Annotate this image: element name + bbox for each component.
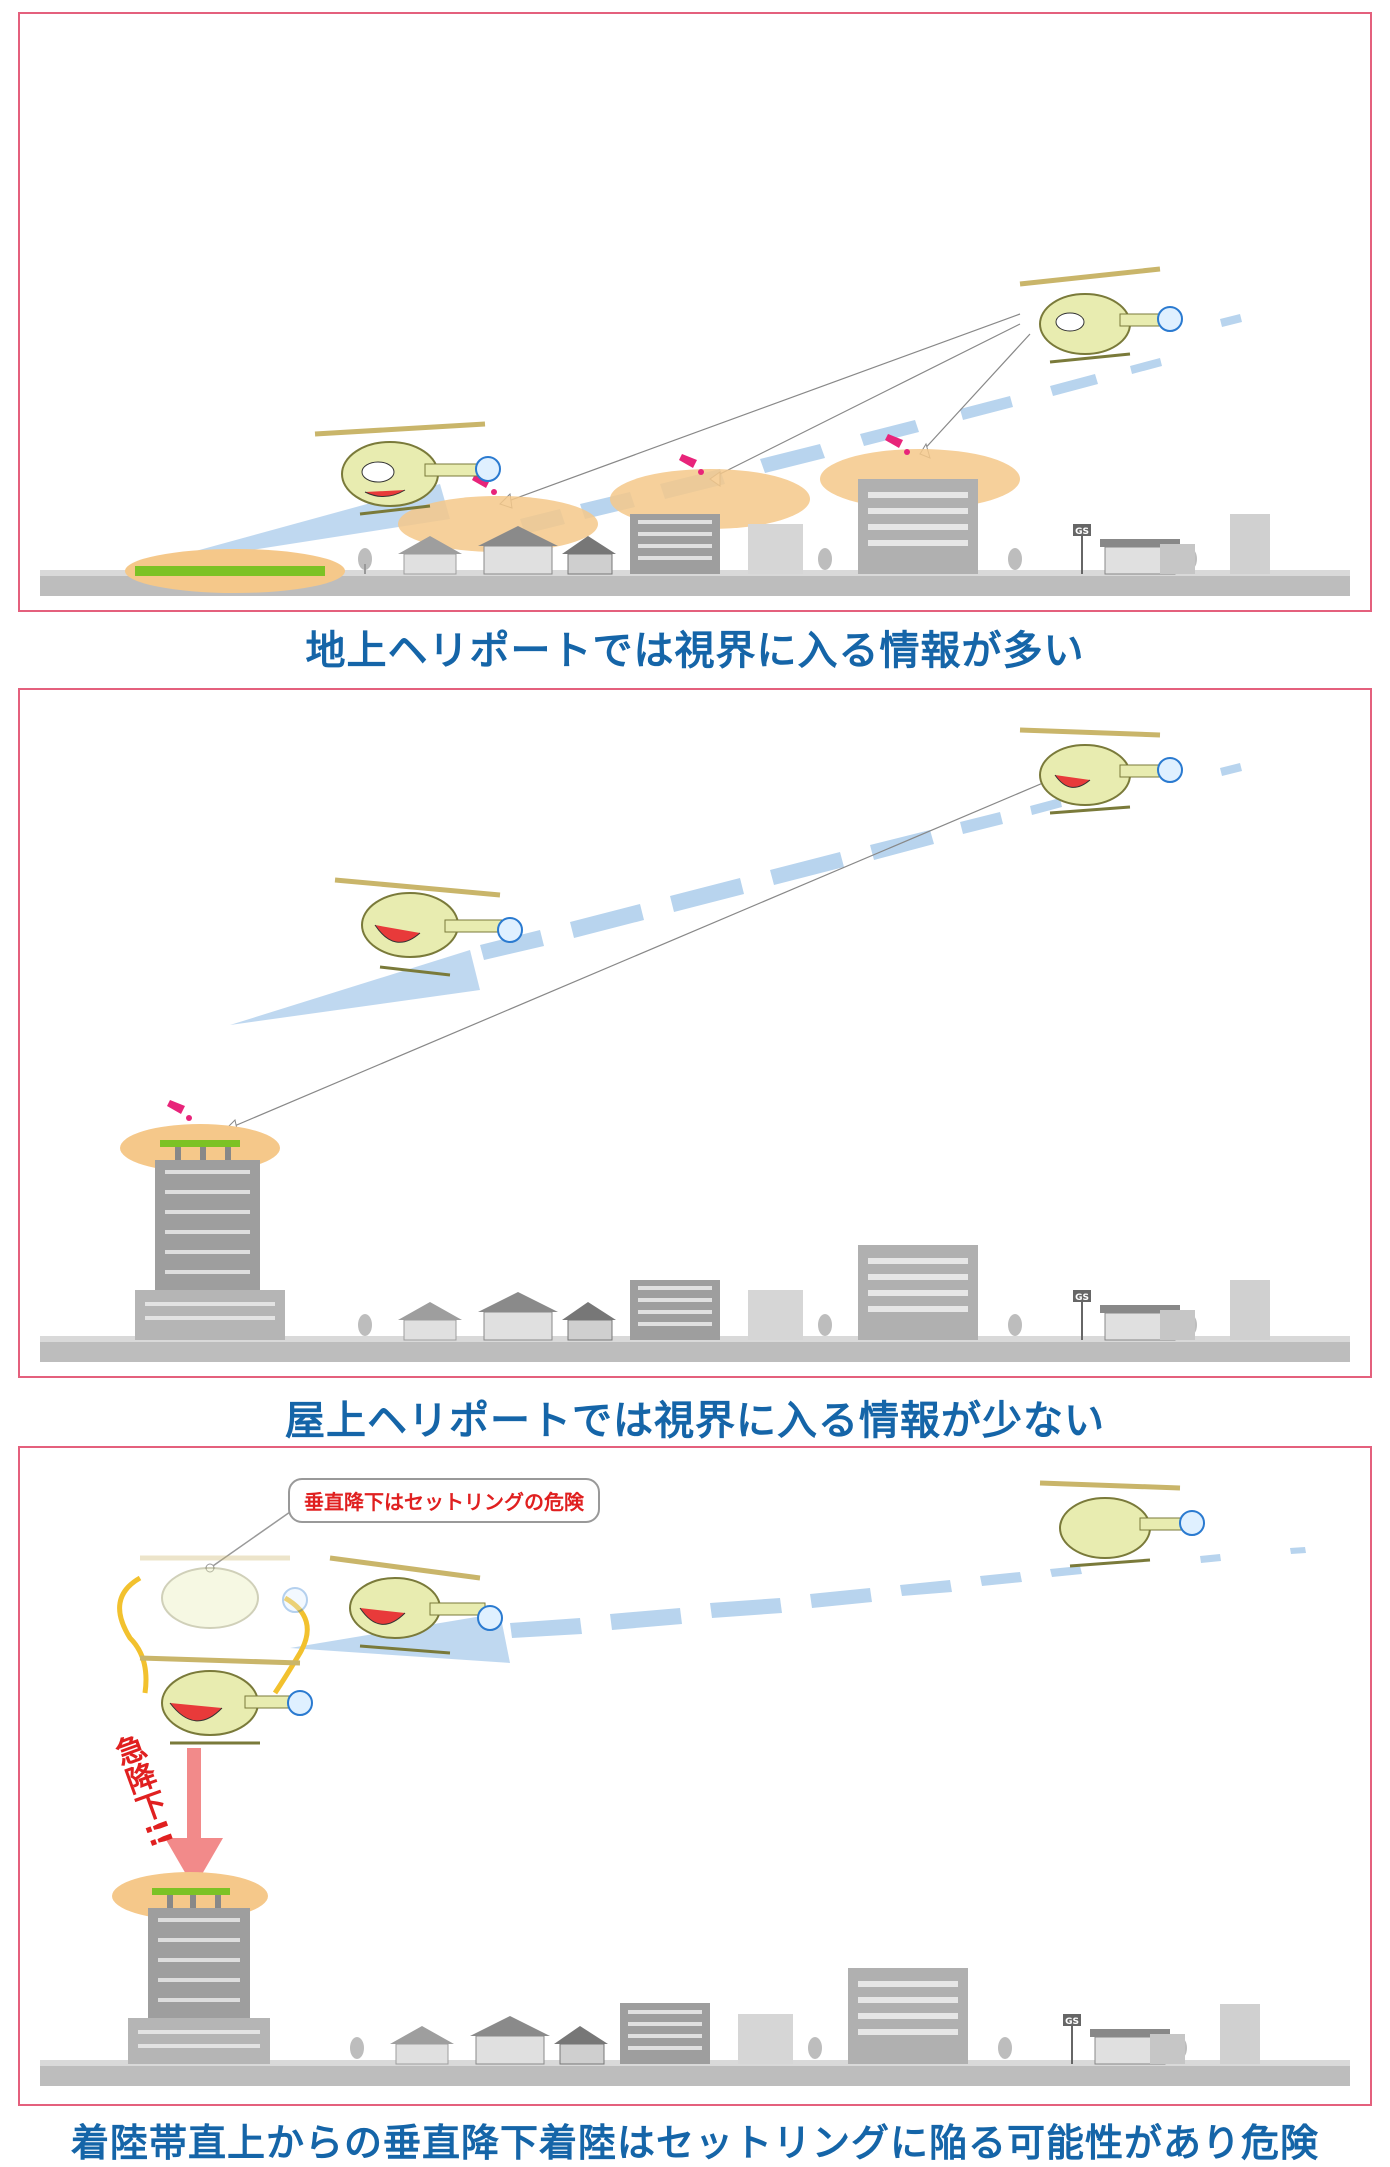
- panel-ground-heliport: GS: [18, 12, 1372, 612]
- helicopter-icon: [1019, 727, 1183, 815]
- caption-ground-heliport: 地上ヘリポートでは視界に入る情報が多い: [305, 628, 1085, 674]
- gas-station-icon: GS: [1063, 2014, 1185, 2065]
- svg-text:GS: GS: [1075, 1293, 1089, 1303]
- flight-path: [480, 763, 1242, 960]
- gas-station-icon: GS: [1073, 1290, 1195, 1341]
- caption-vertical-descent: 着陸帯直上からの垂直降下着陸はセットリングに陥る可能性があり危険: [70, 2121, 1319, 2165]
- view-cone: [230, 950, 480, 1025]
- drop-arrow: [187, 1748, 201, 1848]
- settling-arrow: [117, 1575, 149, 1694]
- svg-text:GS: GS: [1065, 2017, 1079, 2027]
- building-icon: [620, 1968, 1260, 2064]
- building-icon: [128, 1895, 270, 2064]
- helicopter-icon: [140, 1555, 308, 1629]
- building-icon: [630, 479, 1270, 574]
- helicopter-icon: [329, 1555, 503, 1655]
- panel-rooftop-heliport: GS: [18, 688, 1372, 1378]
- caption-rooftop-heliport: 屋上ヘリポートでは視界に入る情報が少ない: [285, 1398, 1105, 1444]
- scene-vertical-descent: GS: [40, 1480, 1350, 2086]
- house-icon: [390, 2016, 608, 2065]
- building-icon: [630, 1245, 1270, 1340]
- settling-arrow: [272, 1595, 310, 1695]
- ground-helipad: [135, 566, 325, 576]
- rooftop-helipad: [152, 1888, 230, 1895]
- view-cone: [130, 484, 450, 569]
- panel-vertical-descent: GS 垂直降下はセットリングの危険 急降下!!: [18, 1446, 1372, 2106]
- scene-rooftop-heliport: GS: [40, 727, 1350, 1362]
- house-icon: [398, 1292, 616, 1341]
- settling-warning-callout: 垂直降下はセットリングの危険: [288, 1478, 600, 1523]
- helicopter-icon: [1019, 266, 1183, 364]
- helicopter-icon: [314, 421, 501, 516]
- ground-strip: [40, 574, 1350, 596]
- gas-station-icon: GS: [1073, 524, 1195, 575]
- building-icon: [135, 1147, 285, 1340]
- ground-strip: [40, 2064, 1350, 2086]
- alert-icon: [167, 1100, 192, 1121]
- helicopter-icon: [1039, 1480, 1205, 1568]
- helicopter-icon: [334, 877, 523, 977]
- flight-path: [510, 1547, 1306, 1638]
- ground-strip: [40, 1340, 1350, 1362]
- scene-ground-heliport: GS: [40, 266, 1350, 596]
- helicopter-icon: [139, 1655, 313, 1745]
- house-icon: [398, 526, 616, 575]
- rooftop-helipad: [160, 1140, 240, 1147]
- alert-icon: [472, 434, 910, 495]
- svg-text:GS: GS: [1075, 527, 1089, 537]
